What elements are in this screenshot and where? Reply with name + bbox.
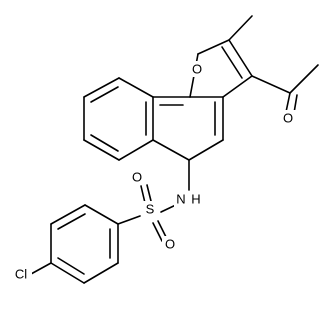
bond-c4-c5 xyxy=(188,139,224,161)
bond-c7-c6-double xyxy=(90,134,119,152)
bond-c2-c3-double xyxy=(221,46,243,79)
atom-label-o-s-top: O xyxy=(132,170,142,185)
bond-methyl xyxy=(228,15,253,41)
bond-s-o-top xyxy=(140,185,146,204)
label-bg-cl xyxy=(10,266,32,282)
bond-o-c2 xyxy=(197,39,230,55)
bond-c9-c8 xyxy=(83,77,120,98)
bond-carbonyl-o xyxy=(285,92,291,113)
label-bg-o-s-top xyxy=(129,169,145,185)
label-bg-h xyxy=(189,191,203,207)
label-bg-n xyxy=(174,191,188,207)
bond-c3-carbonyl xyxy=(251,75,291,94)
bond-s-o-bottom xyxy=(152,222,163,242)
bond-layer xyxy=(30,15,319,284)
bond-ar-cl xyxy=(30,262,52,275)
atom-label-n: N xyxy=(176,192,185,207)
bond-ar-c4-c5-double xyxy=(57,257,85,275)
label-bg-o-furan xyxy=(189,61,205,77)
label-bg-o-s-bottom xyxy=(162,236,178,252)
bond-ar-c2-c3 xyxy=(50,204,86,225)
bond-ar-c4-c5 xyxy=(50,262,85,284)
bond-c9-c8-double xyxy=(90,86,119,103)
atom-label-o-s-bottom: O xyxy=(165,237,175,252)
atom-label-o-acetyl: O xyxy=(283,111,293,126)
bond-c7-c6 xyxy=(83,139,120,161)
atom-label-cl: Cl xyxy=(15,267,27,282)
atom-label-h: H xyxy=(191,192,200,207)
bond-ar-c5-c6 xyxy=(83,262,119,284)
bond-c9a-c9 xyxy=(118,77,154,98)
bond-ar-c2-c3-double xyxy=(57,213,86,230)
label-bg-o-acetyl xyxy=(280,110,296,126)
bond-s-o-top-double xyxy=(146,184,152,202)
bond-ar-c1-c2 xyxy=(84,204,119,225)
atom-label-layer: O N H S O O O Cl xyxy=(10,61,296,282)
atom-label-o-furan: O xyxy=(192,62,202,77)
atom-label-s: S xyxy=(146,202,155,217)
bond-c3-c3a xyxy=(222,75,253,98)
bond-c5-c5a xyxy=(152,139,190,161)
bond-c6-c5a xyxy=(118,139,154,161)
label-bg-s xyxy=(143,201,157,217)
bond-s-aryl xyxy=(117,215,141,225)
bond-acetyl-methyl xyxy=(289,64,319,94)
bond-c2-c3 xyxy=(228,39,253,77)
